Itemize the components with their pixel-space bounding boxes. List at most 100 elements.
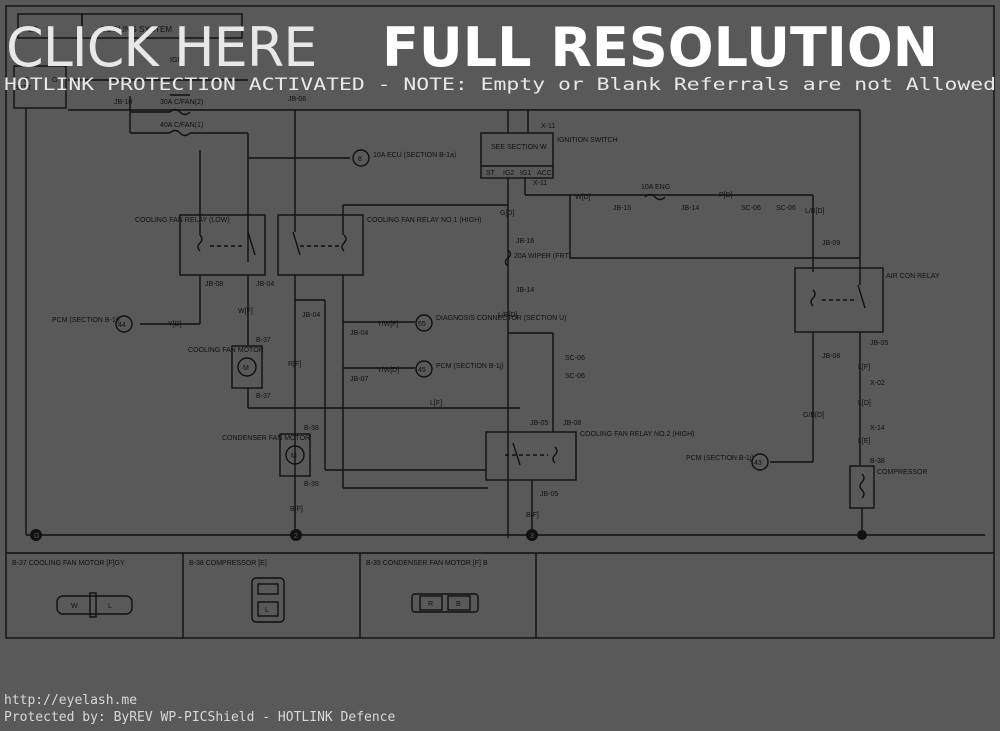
relay-low-label: COOLING FAN RELAY (LOW) [135,217,230,224]
ign-pin-st: ST [486,170,496,177]
cooling-fan-motor-label: COOLING FAN MOTOR [188,347,264,354]
wire-gb-d: G/B[D] [803,412,824,419]
wire-b-f2: B[F] [526,512,539,519]
wire-w-d: W[D] [575,194,591,201]
wire-lb-d2: L/B[D] [498,312,518,319]
compressor [849,465,875,509]
ground-node-g-label: G [34,533,39,540]
relay-no2-label: COOLING FAN RELAY NO.2 (HIGH) [580,431,695,438]
ground-node-compressor [857,530,867,540]
ref-ecu-label: 10A ECU (SECTION B-1a) [373,152,456,159]
compressor-label: COMPRESSOR [877,469,928,476]
ref-ecu-circle [352,149,370,167]
condenser-fan-motor [279,433,311,477]
wire-w-f: W[F] [238,308,253,315]
conn-jb04-low: JB-04 [256,281,274,288]
ground-node-3-label: 3 [530,533,534,540]
ref-pcm44-circle [115,315,133,333]
fuse-cfan2 [169,108,191,116]
connector-b38-shape [251,577,285,623]
condenser-fan-motor-label: CONDENSER FAN MOTOR [222,435,310,442]
footer-site-link[interactable]: http://eyelash.me [4,693,137,708]
ref-diag-label: DIAGNOSIS CONNECTOR (SECTION U) [436,315,567,322]
title-box [81,13,243,39]
ref-ecu-num: 8 [358,156,362,163]
ref-diag-circle [415,314,433,332]
conn-jb09-right: JB-09 [822,240,840,247]
conn-x02: X-02 [870,380,885,387]
wire-l-f2: L[F] [858,364,870,371]
conn-jb05-ac: JB-05 [870,340,888,347]
conn-sc06-b: SC-06 [776,205,796,212]
ground-node-2-label: 2 [294,533,298,540]
fuse-eng-label: 10A ENG [641,184,670,191]
ref-pcm43-circle [751,453,769,471]
ignition-see-section: SEE SECTION W [491,144,547,151]
fuse-cfan1 [169,129,191,137]
conn-jb15: JB-15 [613,205,631,212]
connector-view-b37-title: B-37 COOLING FAN MOTOR [F]GY [12,560,125,567]
connector-view-b38-title: B-38 COMPRESSOR [E] [189,560,267,567]
conn-jb06: JB-06 [288,96,306,103]
wire-l-d: L[D] [858,400,871,407]
svg-text:C: C [24,77,29,84]
fuse-ign-label: IGN [170,57,182,64]
connector-b39-shape [411,593,479,613]
conn-x11-top: X-11 [541,123,555,130]
ref-pcm45-label: PCM (SECTION B-1j) [436,363,504,370]
connector-b37-pin-l: L [108,603,112,610]
ground-node-3 [526,529,538,541]
conn-sc06-c: SC-06 [565,355,585,362]
condenser-fan-motor-symbol: M [291,453,297,460]
svg-text:G: G [52,77,57,84]
fuse-wiper [504,249,512,267]
ref-diag-num: 55 [418,321,426,328]
banner-hotlink-note: HOTLINK PROTECTION ACTIVATED - NOTE: Emp… [4,75,996,95]
diagram-frame [5,5,995,639]
connector-b39-pin-r: R [428,601,433,608]
conn-jb08-ac: JB-08 [822,353,840,360]
ref-pcm43-num: 43 [754,460,762,467]
wire-p-d: P[D] [719,192,733,199]
ref-pcm43-label: PCM (SECTION B-1j) [686,455,754,462]
relay-no1-label: COOLING FAN RELAY NO.1 (HIGH) [367,217,482,224]
ref-pcm44-label: PCM (SECTION B-1j) [52,317,120,324]
footer-protection-note: Protected by: ByREV WP-PICShield - HOTLI… [4,710,396,725]
fuse-cfan2-label: 30A C/FAN(2) [160,99,203,106]
wire-b-f: B[F] [290,506,303,513]
conn-jb04-diag: JB-04 [350,330,368,337]
wire-l-e: L[E] [858,438,871,445]
conn-jb05-bottom: JB-05 [540,491,558,498]
conn-jb14-top: JB-14 [681,205,699,212]
conn-sc06-a: SC-06 [741,205,761,212]
conn-x14: X-14 [870,425,885,432]
conn-b37-bottom: B-37 [256,393,271,400]
ref-pcm45-circle [415,360,433,378]
connector-b37-pin-w: W [71,603,78,610]
air-con-relay-label: AIR CON RELAY [886,273,940,280]
banner-full-resolution[interactable]: FULL RESOLUTION [382,16,938,79]
ground-node-g [30,529,42,541]
banner-click-here[interactable]: CLICK HERE [6,16,317,79]
ign-pin-acc: ACC [537,170,552,177]
wire-lb-d: L/B[D] [805,208,825,215]
connector-b37-shape [56,595,133,615]
conn-sc06-d: SC-06 [565,373,585,380]
diagram-title: COOLING SYSTEM [100,25,172,34]
wire-g-d: G[D] [500,210,514,217]
conn-jb08-right: JB-08 [563,420,581,427]
conn-b37-top: B-37 [256,337,271,344]
ref-pcm44-num: 44 [118,322,126,329]
fuse-wiper-label: 20A WIPER (FRT) [514,253,571,260]
conn-jb16: JB-16 [516,238,534,245]
connector-b38-pin-l: L [265,607,269,614]
battery-box [13,65,67,109]
connector-view-b39-title: B-39 CONDENSER FAN MOTOR [F] B [366,560,488,567]
cooling-fan-relay-low [179,214,266,276]
ignition-switch [480,132,554,179]
conn-x11-bottom: X-11 [533,180,547,187]
conn-b38-right: B-38 [870,458,885,465]
conn-jb05-no2: JB-05 [530,420,548,427]
